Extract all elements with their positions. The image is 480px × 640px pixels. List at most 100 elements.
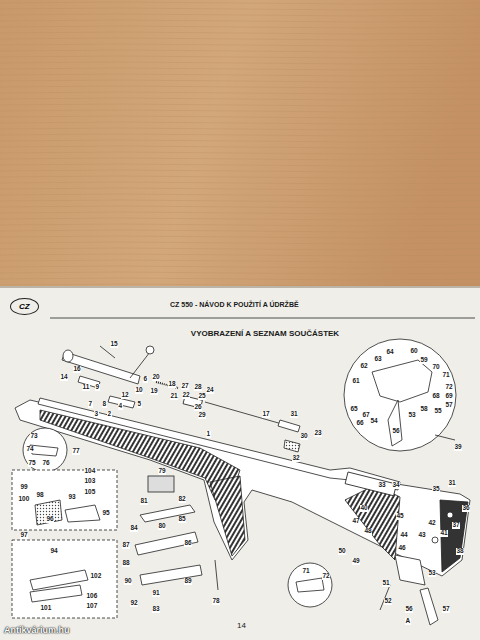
callout-number: 40 bbox=[360, 505, 368, 512]
callout-number: 77 bbox=[72, 448, 80, 455]
callout-number: 3 bbox=[94, 411, 99, 418]
callout-number: 46 bbox=[398, 545, 406, 552]
callout-number: 65 bbox=[350, 406, 358, 413]
callout-number: 64 bbox=[386, 349, 394, 356]
logo-oval: CZ bbox=[10, 298, 39, 315]
callout-number: 5 bbox=[137, 401, 142, 408]
callout-number: 21 bbox=[170, 393, 178, 400]
callout-number: 96 bbox=[46, 516, 54, 523]
callout-number: 18 bbox=[168, 381, 176, 388]
callout-number: 56 bbox=[392, 428, 400, 435]
callout-number: 2 bbox=[107, 411, 112, 418]
watermark: Antikvárium.hu bbox=[4, 626, 70, 635]
callout-number: 32 bbox=[292, 455, 300, 462]
callout-number: 95 bbox=[102, 510, 110, 517]
callout-number: 76 bbox=[42, 460, 50, 467]
page-number: 14 bbox=[237, 622, 246, 630]
callout-number: 16 bbox=[73, 366, 81, 373]
callout-number: 53 bbox=[428, 570, 436, 577]
callout-number: 26 bbox=[194, 404, 202, 411]
callout-number: 80 bbox=[158, 523, 166, 530]
callout-number: 87 bbox=[122, 542, 130, 549]
callout-number: 49 bbox=[352, 558, 360, 565]
callout-number: 102 bbox=[90, 573, 102, 580]
callout-number: 60 bbox=[410, 348, 418, 355]
callout-number: 59 bbox=[420, 357, 428, 364]
callout-number: 29 bbox=[198, 412, 206, 419]
callout-number: 66 bbox=[356, 420, 364, 427]
callout-number: 25 bbox=[198, 393, 206, 400]
callout-number: 42 bbox=[428, 520, 436, 527]
callout-number: 61 bbox=[352, 378, 360, 385]
diagram-title: VYOBRAZENÍ A SEZNAM SOUČÁSTEK bbox=[191, 330, 339, 338]
callout-number: 47 bbox=[352, 518, 360, 525]
callout-number: 69 bbox=[445, 393, 453, 400]
callout-number: 62 bbox=[360, 363, 368, 370]
callout-number: 100 bbox=[18, 496, 30, 503]
callout-number: 8 bbox=[102, 401, 107, 408]
callout-number: 83 bbox=[152, 606, 160, 613]
callout-number: 31 bbox=[290, 411, 298, 418]
callout-number: 48 bbox=[364, 528, 372, 535]
callout-number: 90 bbox=[124, 578, 132, 585]
callout-number: 38 bbox=[456, 548, 464, 555]
callout-number: 88 bbox=[122, 560, 130, 567]
callout-number: 98 bbox=[36, 492, 44, 499]
callout-number: 91 bbox=[152, 590, 160, 597]
callout-number: 74 bbox=[26, 446, 34, 453]
callout-number: 1 bbox=[206, 431, 211, 438]
callout-number: 37 bbox=[452, 522, 460, 529]
callout-number: 24 bbox=[206, 387, 214, 394]
callout-number: 12 bbox=[121, 392, 129, 399]
callout-number: 89 bbox=[184, 578, 192, 585]
callout-number: 19 bbox=[150, 388, 158, 395]
callout-number: 68 bbox=[432, 393, 440, 400]
callout-number: 85 bbox=[178, 516, 186, 523]
callout-number: 71 bbox=[442, 372, 450, 379]
callout-number: 58 bbox=[420, 406, 428, 413]
callout-number: 97 bbox=[20, 532, 28, 539]
callout-number: 55 bbox=[434, 408, 442, 415]
callout-number: 54 bbox=[370, 418, 378, 425]
callout-number: 33 bbox=[378, 482, 386, 489]
callout-number: 4 bbox=[118, 403, 123, 410]
callout-number: 10 bbox=[135, 387, 143, 394]
callout-number: 27 bbox=[181, 383, 189, 390]
callout-number: 30 bbox=[300, 433, 308, 440]
callout-number: 67 bbox=[362, 412, 370, 419]
callout-number: A bbox=[405, 618, 411, 625]
callout-number: 7 bbox=[88, 401, 93, 408]
callout-number: 92 bbox=[130, 600, 138, 607]
callout-number: 82 bbox=[178, 496, 186, 503]
callout-number: 11 bbox=[82, 384, 90, 391]
callout-number: 57 bbox=[442, 606, 450, 613]
callout-number: 14 bbox=[60, 374, 68, 381]
callout-number: 56 bbox=[405, 606, 413, 613]
callout-number: 81 bbox=[140, 498, 148, 505]
callout-number: 79 bbox=[158, 468, 166, 475]
callout-number: 52 bbox=[384, 598, 392, 605]
callout-number: 45 bbox=[396, 513, 404, 520]
callout-number: 103 bbox=[84, 478, 96, 485]
callout-number: 78 bbox=[212, 598, 220, 605]
callout-number: 9 bbox=[95, 384, 100, 391]
callout-number: 17 bbox=[262, 411, 270, 418]
callout-number: 75 bbox=[28, 460, 36, 467]
callout-number: 107 bbox=[86, 603, 98, 610]
callout-number: 31 bbox=[448, 480, 456, 487]
callout-number: 44 bbox=[400, 532, 408, 539]
callout-number: 57 bbox=[445, 402, 453, 409]
callout-number: 71 bbox=[302, 568, 310, 575]
callout-number: 23 bbox=[314, 430, 322, 437]
callout-number: 106 bbox=[86, 593, 98, 600]
callout-number: 73 bbox=[30, 433, 38, 440]
callout-number: 51 bbox=[382, 580, 390, 587]
callout-number: 35 bbox=[432, 486, 440, 493]
callout-number: 36 bbox=[462, 505, 470, 512]
callout-number: 93 bbox=[68, 494, 76, 501]
running-header: CZ 550 - NÁVOD K POUŽITÍ A ÚDRŽBĚ bbox=[170, 301, 299, 308]
callout-number: 72 bbox=[322, 573, 330, 580]
callout-number: 63 bbox=[374, 356, 382, 363]
callout-number: 72 bbox=[445, 384, 453, 391]
